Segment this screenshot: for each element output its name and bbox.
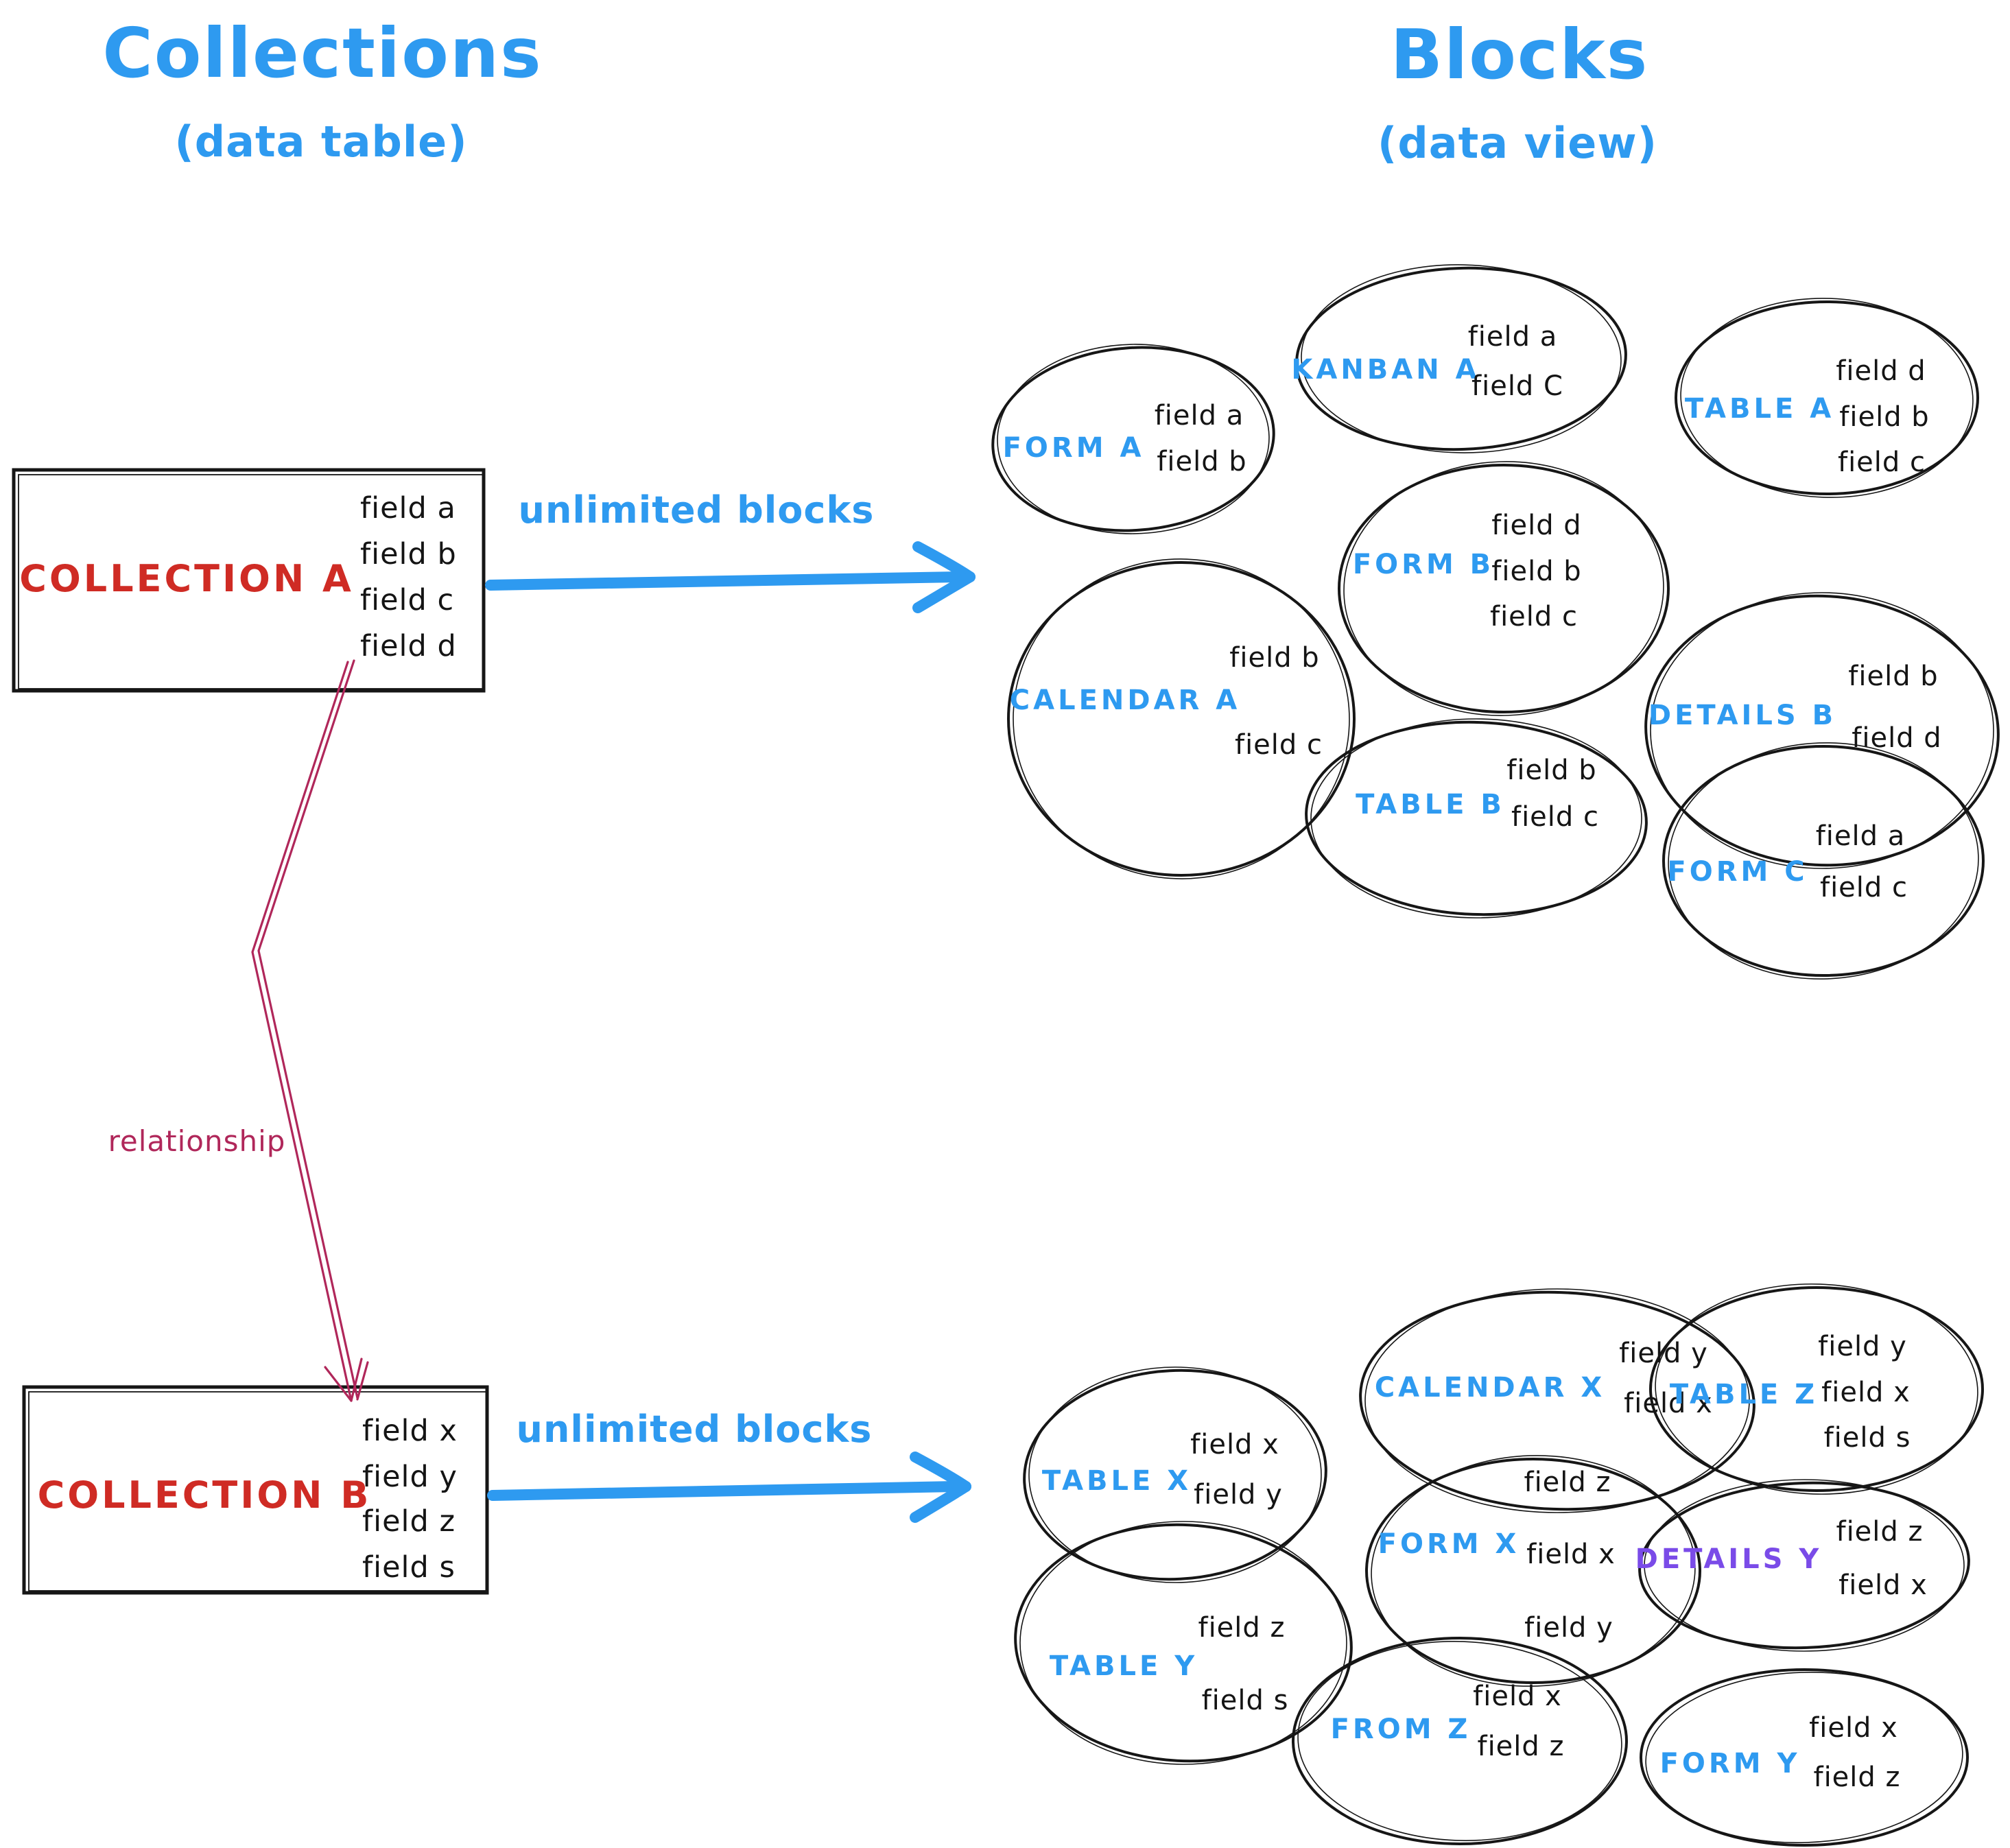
block-field: field x — [1190, 1429, 1279, 1460]
block-field: field s — [1202, 1685, 1289, 1716]
block-table-y: TABLE Y field z field s — [1014, 1521, 1353, 1765]
unlimited-blocks-arrow-b: unlimited blocks — [487, 1408, 971, 1523]
unlimited-blocks-arrow-a: unlimited blocks — [485, 488, 976, 613]
block-label: FORM A — [1003, 432, 1145, 464]
collection-a-field: field a — [360, 491, 456, 525]
block-field: field y — [1818, 1331, 1907, 1362]
collection-a-field: field c — [360, 583, 454, 617]
relationship-label: relationship — [108, 1124, 286, 1158]
block-label: CALENDAR A — [1010, 685, 1240, 716]
collection-b-field: field y — [362, 1460, 458, 1494]
block-label: FROM Z — [1331, 1714, 1471, 1745]
block-field: field c — [1235, 729, 1323, 761]
block-label: FORM C — [1667, 856, 1808, 888]
collection-a-box: COLLECTION A field a field b field c fie… — [12, 468, 486, 693]
block-details-y: DETAILS Y field z field x — [1635, 1479, 1970, 1652]
block-table-z: TABLE Z field y field x field s — [1649, 1283, 1984, 1495]
block-field: field c — [1838, 447, 1926, 478]
block-field: field b — [1839, 401, 1929, 433]
block-field: field b — [1491, 556, 1581, 587]
block-label: TABLE B — [1356, 789, 1505, 820]
block-label: FORM Y — [1660, 1748, 1801, 1779]
left-column-title: Collections — [102, 13, 542, 93]
block-label: FORM B — [1353, 549, 1494, 580]
block-kanban-a: KANBAN A field a field C — [1291, 264, 1627, 453]
block-details-b: DETAILS B field b field d — [1644, 592, 2000, 869]
collection-b-name: COLLECTION B — [38, 1473, 372, 1517]
block-field: field c — [1820, 872, 1908, 903]
block-field: field d — [1491, 510, 1581, 541]
block-field: field z — [1836, 1516, 1923, 1548]
relationship-arrow: relationship — [108, 659, 369, 1402]
block-label: FORM X — [1378, 1528, 1520, 1560]
block-label: DETAILS B — [1648, 700, 1836, 731]
unlimited-blocks-label-a: unlimited blocks — [519, 488, 875, 532]
block-field: field b — [1157, 446, 1246, 477]
block-table-x: TABLE X field x field y — [1023, 1366, 1327, 1583]
block-field: field z — [1813, 1762, 1900, 1793]
block-form-x: FORM X field z field x field y — [1365, 1455, 1701, 1687]
block-field: field x — [1526, 1539, 1616, 1570]
block-label: CALENDAR X — [1375, 1372, 1605, 1403]
block-field: field x — [1809, 1712, 1898, 1744]
right-column-subtitle: (data view) — [1378, 118, 1657, 168]
block-field: field x — [1838, 1569, 1928, 1601]
block-label: DETAILS Y — [1635, 1543, 1823, 1575]
left-column-subtitle: (data table) — [174, 117, 467, 167]
block-field: field s — [1824, 1422, 1911, 1454]
block-field: field x — [1624, 1388, 1713, 1419]
block-label: TABLE Z — [1670, 1379, 1818, 1410]
block-label: TABLE A — [1685, 393, 1834, 425]
block-field: field c — [1511, 801, 1599, 833]
block-field: field x — [1473, 1681, 1562, 1712]
block-form-c: FORM C field a field c — [1662, 742, 1985, 980]
block-from-z: FROM Z field x field z — [1292, 1637, 1628, 1845]
block-field: field a — [1155, 400, 1244, 431]
block-table-b: TABLE B field b field c — [1305, 718, 1648, 919]
block-field: field C — [1471, 370, 1563, 402]
block-field: field y — [1194, 1479, 1283, 1511]
block-field: field x — [1821, 1377, 1911, 1408]
block-field: field d — [1836, 355, 1926, 387]
block-label: TABLE X — [1042, 1465, 1192, 1497]
block-field: field b — [1848, 661, 1938, 692]
collection-b-field: field s — [362, 1550, 456, 1585]
right-column-title: Blocks — [1391, 14, 1649, 95]
block-field: field c — [1490, 601, 1578, 632]
collection-b-field: field z — [362, 1504, 456, 1539]
block-form-y: FORM Y field x field z — [1640, 1668, 1969, 1847]
collection-a-field: field d — [360, 629, 457, 663]
block-field: field b — [1229, 642, 1319, 674]
block-field: field d — [1852, 722, 1941, 754]
collection-a-field: field b — [360, 537, 457, 571]
block-calendar-a: CALENDAR A field b field c — [1007, 558, 1356, 879]
block-field: field y — [1524, 1612, 1613, 1644]
block-label: KANBAN A — [1291, 354, 1480, 386]
block-field: field b — [1506, 755, 1596, 786]
block-field: field a — [1816, 820, 1906, 852]
block-calendar-x: CALENDAR X field y field x — [1359, 1288, 1755, 1513]
block-field: field a — [1468, 321, 1558, 353]
block-label: TABLE Y — [1050, 1650, 1198, 1682]
block-table-a: TABLE A field d field b field c — [1675, 298, 1979, 498]
unlimited-blocks-label-b: unlimited blocks — [517, 1408, 873, 1451]
block-form-b: FORM B field d field b field c — [1338, 461, 1670, 716]
block-form-a: FORM A field a field b — [991, 344, 1275, 534]
block-field: field z — [1477, 1731, 1564, 1762]
collection-b-field: field x — [362, 1414, 458, 1448]
collection-b-box: COLLECTION B field x field y field z fie… — [22, 1385, 489, 1595]
collection-a-name: COLLECTION A — [19, 557, 354, 600]
block-field: field z — [1198, 1612, 1285, 1644]
block-field: field z — [1524, 1467, 1611, 1498]
